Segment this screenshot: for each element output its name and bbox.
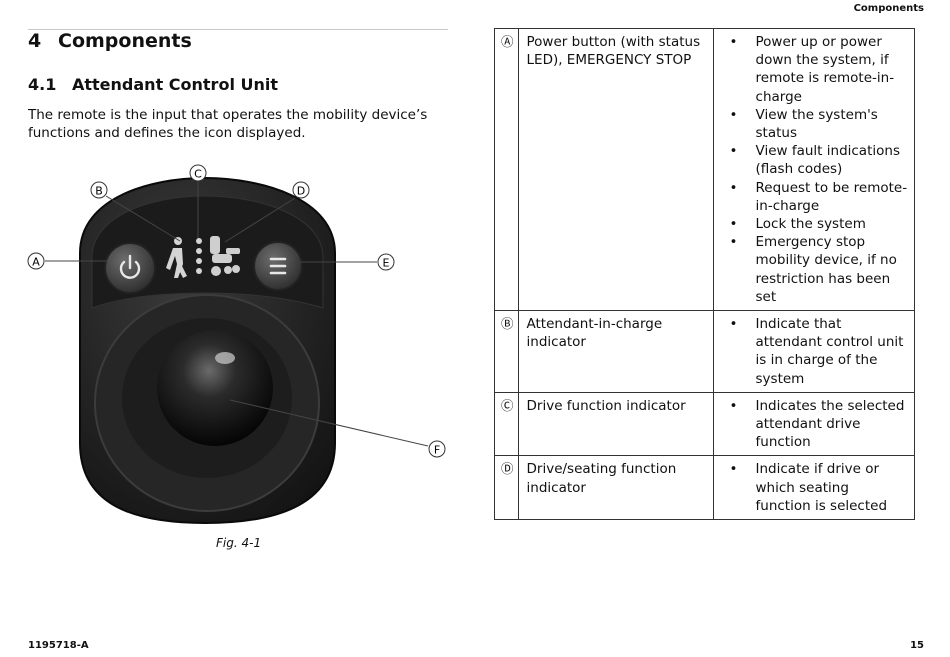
top-rule (28, 29, 448, 30)
row-component: Power button (with status LED), EMERGENC… (517, 27, 714, 312)
row-component: Drive/seating function indicator (517, 455, 714, 521)
row-letter: Ⓓ (494, 455, 519, 521)
callout-c: C (189, 164, 207, 182)
seating-function-icon (210, 236, 240, 276)
svg-text:C: C (194, 168, 202, 181)
callout-lines (45, 181, 429, 447)
page-number: 15 (910, 640, 924, 651)
callout-f: F (428, 440, 446, 458)
svg-text:E: E (383, 257, 390, 270)
document-number: 1195718-A (28, 640, 89, 651)
function-item: Emergency stop mobility device, if no re… (722, 233, 908, 306)
intro-paragraph: The remote is the input that operates th… (28, 107, 428, 141)
section-title: Components (58, 30, 192, 52)
row-functions: Power up or power down the system, if re… (712, 27, 916, 312)
row-component: Drive function indicator (517, 391, 714, 457)
function-list: Indicates the selected attendant drive f… (722, 397, 908, 452)
svg-text:F: F (434, 444, 440, 457)
function-item: Indicates the selected attendant drive f… (722, 397, 908, 452)
subsection-heading: 4.1 Attendant Control Unit (28, 75, 278, 94)
row-functions: Indicate that attendant control unit is … (712, 310, 916, 393)
callout-a: A (27, 252, 45, 270)
row-letter: Ⓑ (494, 310, 519, 393)
row-functions: Indicates the selected attendant drive f… (712, 391, 916, 457)
row-functions: Indicate if drive or which seating funct… (712, 455, 916, 521)
joystick-knob[interactable] (157, 330, 273, 446)
subsection-title: Attendant Control Unit (72, 75, 279, 94)
svg-text:B: B (95, 185, 103, 198)
power-icon (119, 254, 141, 279)
function-list: Indicate if drive or which seating funct… (722, 460, 908, 515)
subsection-number: 4.1 (28, 75, 57, 94)
function-item: Indicate if drive or which seating funct… (722, 460, 908, 515)
callout-e: E (377, 253, 395, 271)
svg-text:A: A (32, 256, 40, 269)
row-letter: Ⓐ (494, 27, 519, 312)
figure-caption: Fig. 4-1 (216, 536, 262, 550)
function-item: View the system's status (722, 106, 908, 142)
row-letter: Ⓒ (494, 391, 519, 457)
callout-d: D (292, 181, 310, 199)
running-header: Components (853, 3, 924, 14)
function-list: Indicate that attendant control unit is … (722, 315, 908, 388)
control-unit-figure: A B C D E F (20, 158, 460, 538)
function-item: Indicate that attendant control unit is … (722, 315, 908, 388)
power-button[interactable] (104, 242, 156, 294)
drive-function-dots (196, 238, 202, 274)
function-item: Lock the system (722, 215, 908, 233)
function-item: View fault indications (flash codes) (722, 142, 908, 178)
svg-text:D: D (297, 185, 305, 198)
menu-button[interactable] (253, 241, 303, 291)
joystick-highlight (215, 352, 235, 364)
callout-b: B (90, 181, 108, 199)
section-heading: 4 Components (28, 30, 192, 52)
menu-icon (269, 257, 287, 275)
section-number: 4 (28, 30, 42, 52)
row-component: Attendant-in-charge indicator (517, 310, 714, 393)
function-item: Request to be remote-in-charge (722, 179, 908, 215)
control-unit-illustration: A B C D E F (27, 164, 446, 525)
function-list: Power up or power down the system, if re… (722, 33, 908, 306)
function-item: Power up or power down the system, if re… (722, 33, 908, 106)
